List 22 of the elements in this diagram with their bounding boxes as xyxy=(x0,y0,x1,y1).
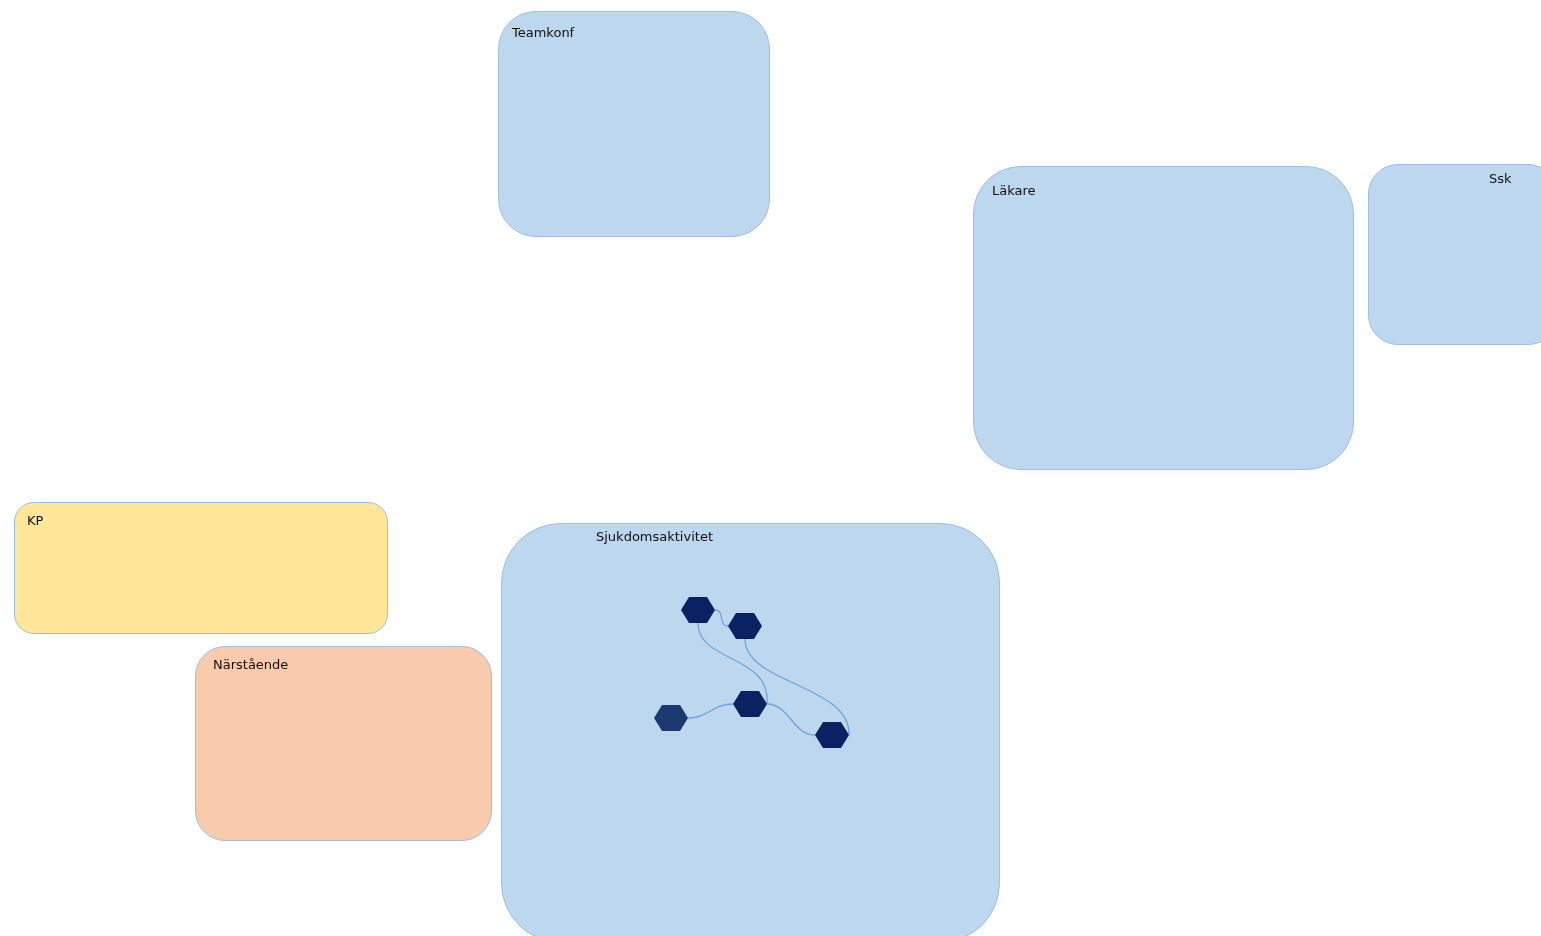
hexagon-node xyxy=(681,597,715,623)
hexagon-node xyxy=(733,691,767,717)
connector xyxy=(687,703,734,719)
hexagon-node xyxy=(654,705,688,731)
connector xyxy=(714,609,729,627)
rounded-panel xyxy=(195,646,492,841)
connector xyxy=(697,622,768,705)
panel-title: Sjukdomsaktivitet xyxy=(596,529,713,544)
rounded-panel xyxy=(973,166,1354,470)
rounded-panel xyxy=(1368,164,1541,345)
rounded-panel xyxy=(498,11,770,237)
panel-title: Teamkonf xyxy=(512,25,575,40)
panel-title: Närstående xyxy=(213,657,289,672)
rounded-panel xyxy=(501,523,1000,936)
panel-title: KP xyxy=(27,513,44,528)
hexagon-node xyxy=(728,613,762,639)
hexagon-node xyxy=(815,722,849,748)
connector xyxy=(744,638,850,736)
panel-title: Läkare xyxy=(992,183,1036,198)
connector xyxy=(766,703,816,736)
panel-title: Ssk xyxy=(1489,171,1512,186)
rounded-panel xyxy=(14,502,388,634)
